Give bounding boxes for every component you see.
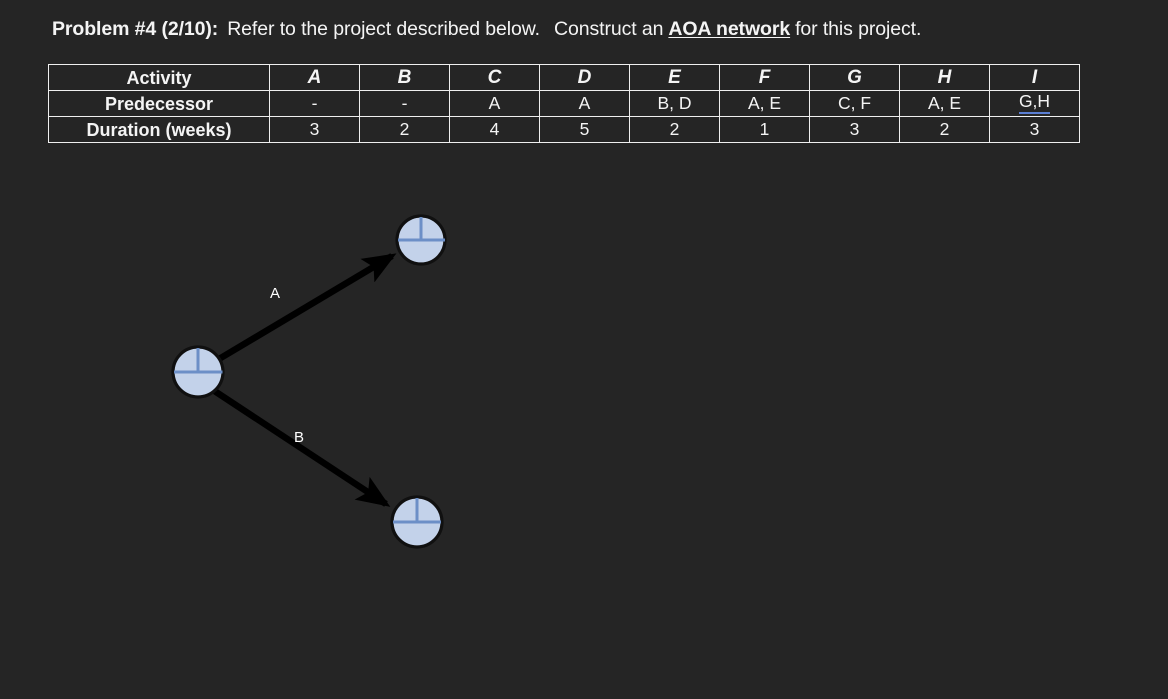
predecessor-cell-c: A [449, 90, 540, 117]
problem-label: Problem #4 (2/10): [52, 18, 219, 40]
edge-label-b: B [294, 429, 305, 446]
activity-cell-i: I [989, 64, 1080, 91]
row-label-predecessor: Predecessor [48, 90, 270, 117]
predecessor-cell-e: B, D [629, 90, 720, 117]
activity-cell-a: A [269, 64, 360, 91]
duration-cell-f: 1 [719, 116, 810, 143]
node-start[interactable] [171, 345, 225, 399]
predecessor-cell-d: A [539, 90, 630, 117]
predecessor-cell-b: - [359, 90, 450, 117]
predecessor-cell-g: C, F [809, 90, 900, 117]
duration-cell-e: 2 [629, 116, 720, 143]
network-canvas [171, 214, 447, 549]
predecessor-cell-a: - [269, 90, 360, 117]
activity-cell-b: B [359, 64, 450, 91]
activity-cell-d: D [539, 64, 630, 91]
instruction-text-1: Refer to the project described below. [227, 18, 541, 40]
duration-cell-h: 2 [899, 116, 990, 143]
table-row-activity: Activity A B C D E F G H I [48, 64, 1080, 91]
duration-cell-b: 2 [359, 116, 450, 143]
activity-table: Activity A B C D E F G H I Predecessor -… [48, 64, 1080, 143]
page-title: Problem #4 (2/10): Refer to the project d… [52, 18, 921, 41]
edge-label-a: A [270, 285, 281, 302]
activity-cell-f: F [719, 64, 810, 91]
smart-tag-underline: G,H [1018, 93, 1051, 114]
duration-cell-a: 3 [269, 116, 360, 143]
duration-cell-g: 3 [809, 116, 900, 143]
table-row-predecessor: Predecessor - - A A B, D A, E C, F A, E … [48, 90, 1080, 117]
duration-cell-d: 5 [539, 116, 630, 143]
predecessor-cell-f: A, E [719, 90, 810, 117]
row-label-activity: Activity [48, 64, 270, 91]
edge-b-arrow [211, 387, 391, 507]
instruction-text-3: for this project. [795, 18, 922, 40]
row-label-duration: Duration (weeks) [48, 116, 270, 143]
activity-cell-h: H [899, 64, 990, 91]
activity-cell-g: G [809, 64, 900, 91]
node-a-end[interactable] [395, 214, 447, 266]
instruction-text-2: Construct an [554, 18, 664, 40]
predecessor-cell-i: G,H [989, 90, 1080, 117]
duration-cell-c: 4 [449, 116, 540, 143]
duration-cell-i: 3 [989, 116, 1080, 143]
activity-cell-c: C [449, 64, 540, 91]
node-b-end[interactable] [390, 495, 444, 549]
aoa-network-emphasis: AOA network [668, 18, 791, 40]
table-row-duration: Duration (weeks) 3 2 4 5 2 1 3 2 3 [48, 116, 1080, 143]
aoa-network-diagram: A B [0, 150, 1168, 694]
edge-a-arrow [217, 253, 397, 362]
activity-cell-e: E [629, 64, 720, 91]
predecessor-cell-h: A, E [899, 90, 990, 117]
